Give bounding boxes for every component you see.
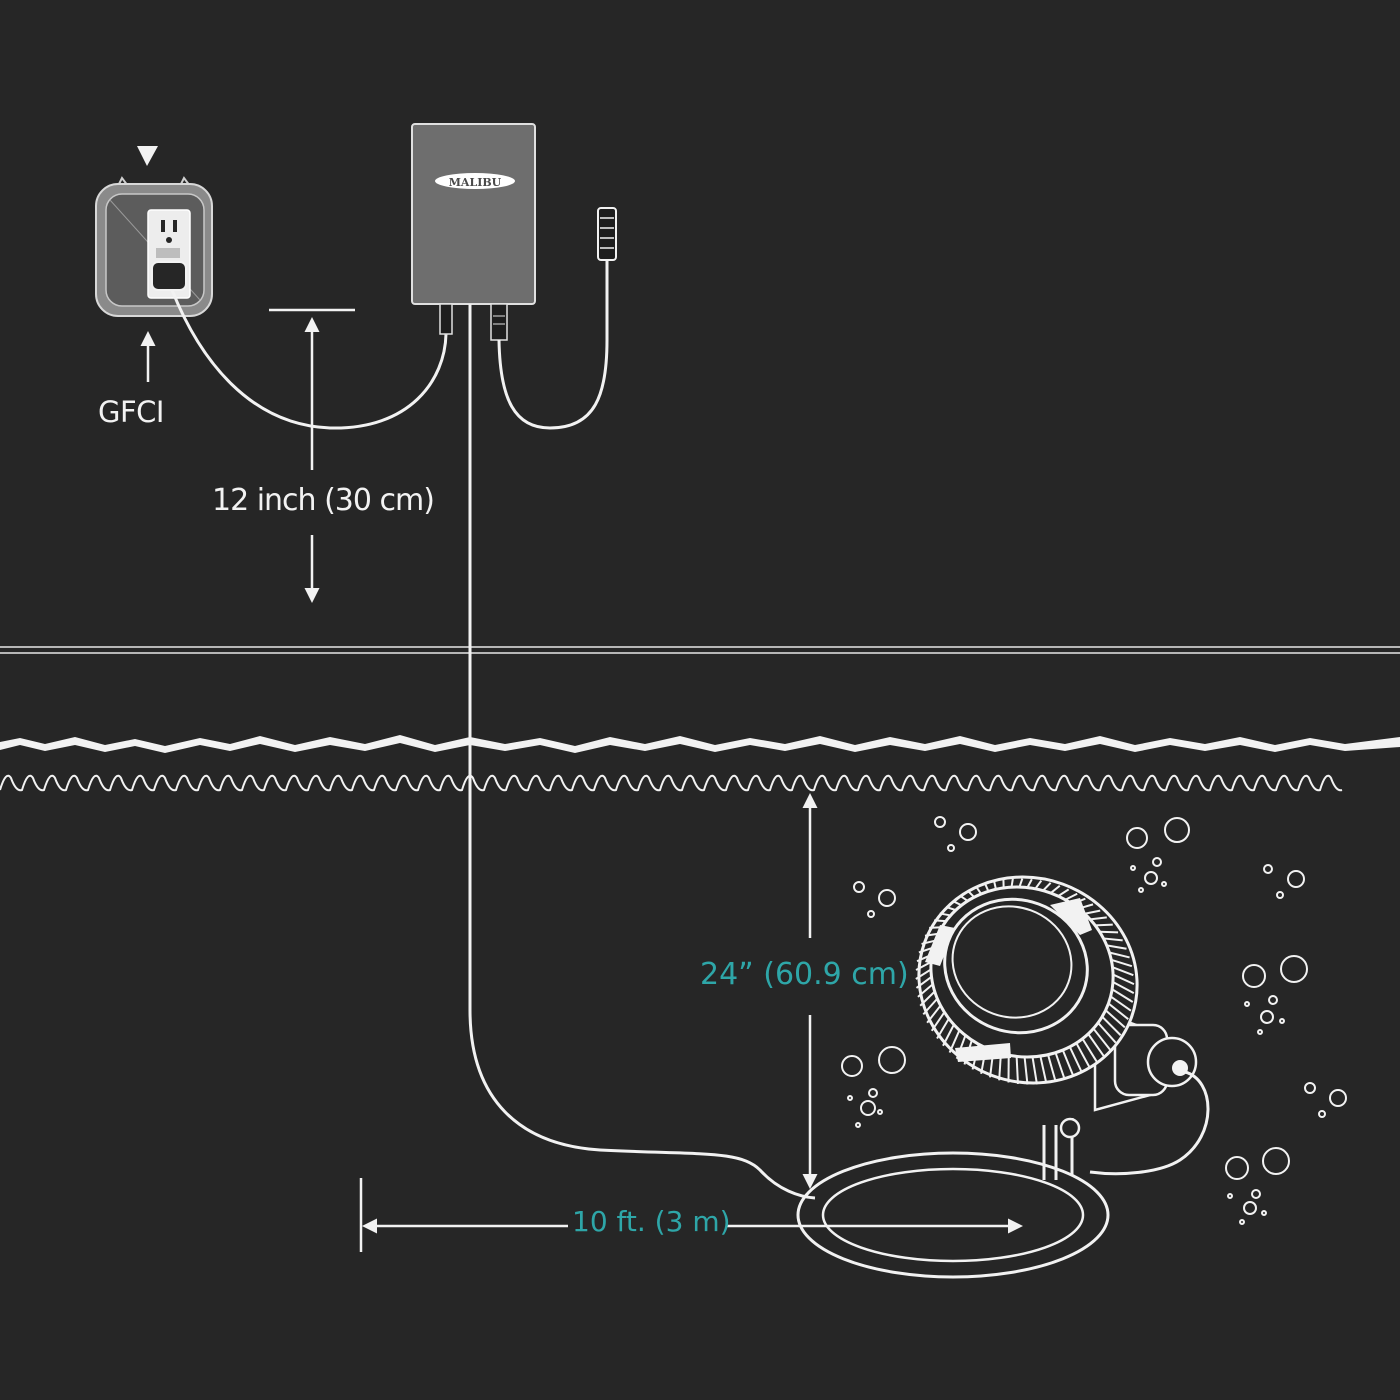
bubble — [1261, 1210, 1267, 1216]
bubble — [1262, 1147, 1290, 1175]
bubble — [1251, 1189, 1261, 1199]
bubble — [1243, 1201, 1257, 1215]
bubble — [1287, 870, 1305, 888]
bubble — [1126, 827, 1148, 849]
bubble — [1227, 1193, 1233, 1199]
mount-height-label: 12 inch (30 cm) — [212, 483, 435, 518]
photocell-sensor — [597, 207, 617, 261]
bubble — [1130, 865, 1136, 871]
bubble — [1329, 1089, 1347, 1107]
bubble — [1276, 891, 1284, 899]
water-surface — [0, 735, 1400, 753]
bubble — [878, 889, 896, 907]
water-bubbles — [841, 816, 1347, 1225]
bubble — [847, 1095, 853, 1101]
bubble — [1239, 1219, 1245, 1225]
bubble — [1161, 881, 1167, 887]
bubble — [947, 844, 955, 852]
bubble — [867, 910, 875, 918]
height-dimension — [269, 308, 355, 603]
bubble — [959, 823, 977, 841]
bubble — [1144, 871, 1158, 885]
outlet-indicator-triangle — [137, 146, 158, 166]
sensor-cable — [497, 260, 609, 430]
bubble — [853, 881, 865, 893]
bubble — [1257, 1029, 1263, 1035]
bubble — [1268, 995, 1278, 1005]
bubble — [868, 1088, 878, 1098]
bubble — [1279, 1018, 1285, 1024]
bubble — [1138, 887, 1144, 893]
transformer: MALIBU — [411, 123, 536, 341]
pond-spotlight — [796, 875, 1210, 1279]
water-depth-label: 24” (60.9 cm) — [700, 957, 909, 992]
bubble — [1225, 1156, 1249, 1180]
transformer-brand: MALIBU — [449, 176, 502, 189]
water-ripples — [0, 774, 1343, 792]
bubble — [860, 1100, 876, 1116]
distance-dimension — [359, 1178, 1023, 1252]
bubble — [1242, 964, 1266, 988]
bubble — [1152, 857, 1162, 867]
gfci-outlet — [95, 146, 213, 382]
power-cord — [170, 289, 448, 430]
cable-distance-label: 10 ft. (3 m) — [572, 1205, 731, 1238]
bubble — [877, 1109, 883, 1115]
bubble — [855, 1122, 861, 1128]
bubble — [1280, 955, 1308, 983]
ground-line — [0, 646, 1400, 654]
ripple-line — [0, 774, 1343, 792]
bubble — [878, 1046, 906, 1074]
gfci-label: GFCI — [98, 395, 164, 429]
bubble — [1244, 1001, 1250, 1007]
bubble — [934, 816, 946, 828]
bubble — [1164, 817, 1190, 843]
bubble — [1263, 864, 1273, 874]
bubble — [1260, 1010, 1274, 1024]
light-cable — [468, 304, 816, 1200]
bubble — [1304, 1082, 1316, 1094]
bubble — [841, 1055, 863, 1077]
bubble — [1318, 1110, 1326, 1118]
